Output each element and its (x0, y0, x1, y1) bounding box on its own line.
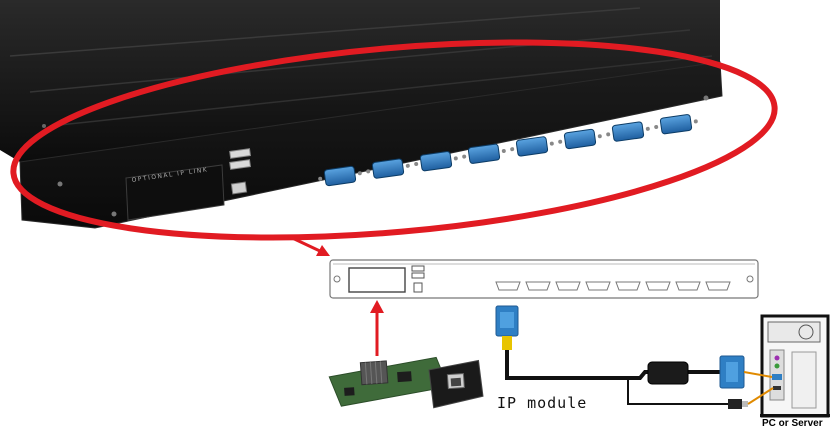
heatsink-fin (374, 361, 378, 384)
schematic-vga-port (525, 281, 551, 291)
pc-port (774, 363, 780, 369)
schematic-vga-port (495, 281, 521, 291)
schematic-body (329, 259, 759, 299)
pc-usb-port (773, 386, 781, 390)
vga-port-row (318, 114, 698, 187)
kvm-device: OPTIONAL IP LINK (0, 0, 723, 229)
usb-plug-tip (742, 401, 748, 407)
vga-port (558, 128, 602, 150)
vga-port (462, 143, 506, 164)
vga-port (414, 151, 458, 172)
vga-port (510, 136, 554, 157)
cable-boot (502, 336, 512, 350)
chip (397, 371, 412, 383)
heatsink (359, 360, 389, 386)
schematic-vga-port (585, 281, 611, 291)
highlight-arrow (287, 234, 330, 256)
vga-connector-inner (726, 362, 738, 382)
chip (344, 387, 355, 396)
ip-module-label: IP module (497, 394, 588, 412)
usb-port (229, 159, 252, 170)
screw (111, 211, 117, 217)
schematic-usb-port (411, 272, 425, 279)
schematic-vga-port (705, 281, 731, 291)
vga-port (366, 158, 410, 179)
pc-cable-stub (743, 371, 773, 378)
arrow-head (370, 300, 384, 313)
rj45-port-inner (450, 377, 462, 387)
usb-port (229, 148, 252, 159)
schematic-vga-port (645, 281, 671, 291)
vga-connector-inner (500, 312, 514, 328)
pc-fan (798, 324, 814, 340)
schematic-vga-port (555, 281, 581, 291)
arrow-head (316, 245, 330, 256)
highlight-ellipse (10, 39, 778, 241)
schematic-vga-port (675, 281, 701, 291)
pc-tower (743, 314, 830, 418)
pc-vga-port (772, 374, 782, 380)
schematic-usb-port (411, 265, 425, 272)
pc-server-label: PC or Server (762, 418, 823, 429)
ip-link-bay (125, 164, 225, 221)
vga-port (654, 114, 698, 135)
vga-port (318, 165, 362, 187)
usb-port (230, 181, 248, 195)
pc-psu (767, 321, 821, 343)
schematic-ip-slot (348, 267, 406, 293)
schematic-vga-port (615, 281, 641, 291)
device-top-seam (49, 55, 713, 127)
schematic-usb-port (413, 282, 423, 293)
insert-arrow (370, 300, 384, 356)
device-top-seam (29, 29, 691, 93)
arrow-line (287, 234, 323, 254)
screw (57, 181, 63, 187)
kvm-cable (495, 305, 748, 409)
pc-cable-stub (747, 387, 774, 405)
vga-port (606, 121, 650, 142)
schematic-screw (333, 275, 341, 283)
screw (703, 95, 709, 101)
cable-line (505, 350, 726, 380)
pc-slot-area (791, 351, 817, 409)
schematic-vga-port-row (495, 281, 731, 291)
screw (42, 124, 46, 128)
schematic-screw (746, 275, 754, 283)
ip-module-card (328, 356, 484, 409)
heatsink-fin (369, 361, 373, 384)
heatsink-fin (364, 362, 368, 385)
kvm-schematic (329, 259, 759, 299)
cable-line-usb (627, 378, 730, 405)
heatsink-fin (379, 361, 383, 384)
usb-plug (728, 399, 742, 409)
pc-port (774, 355, 780, 361)
pc-base (760, 414, 830, 417)
ferrite-core (647, 361, 689, 385)
device-top-seam (9, 7, 641, 57)
